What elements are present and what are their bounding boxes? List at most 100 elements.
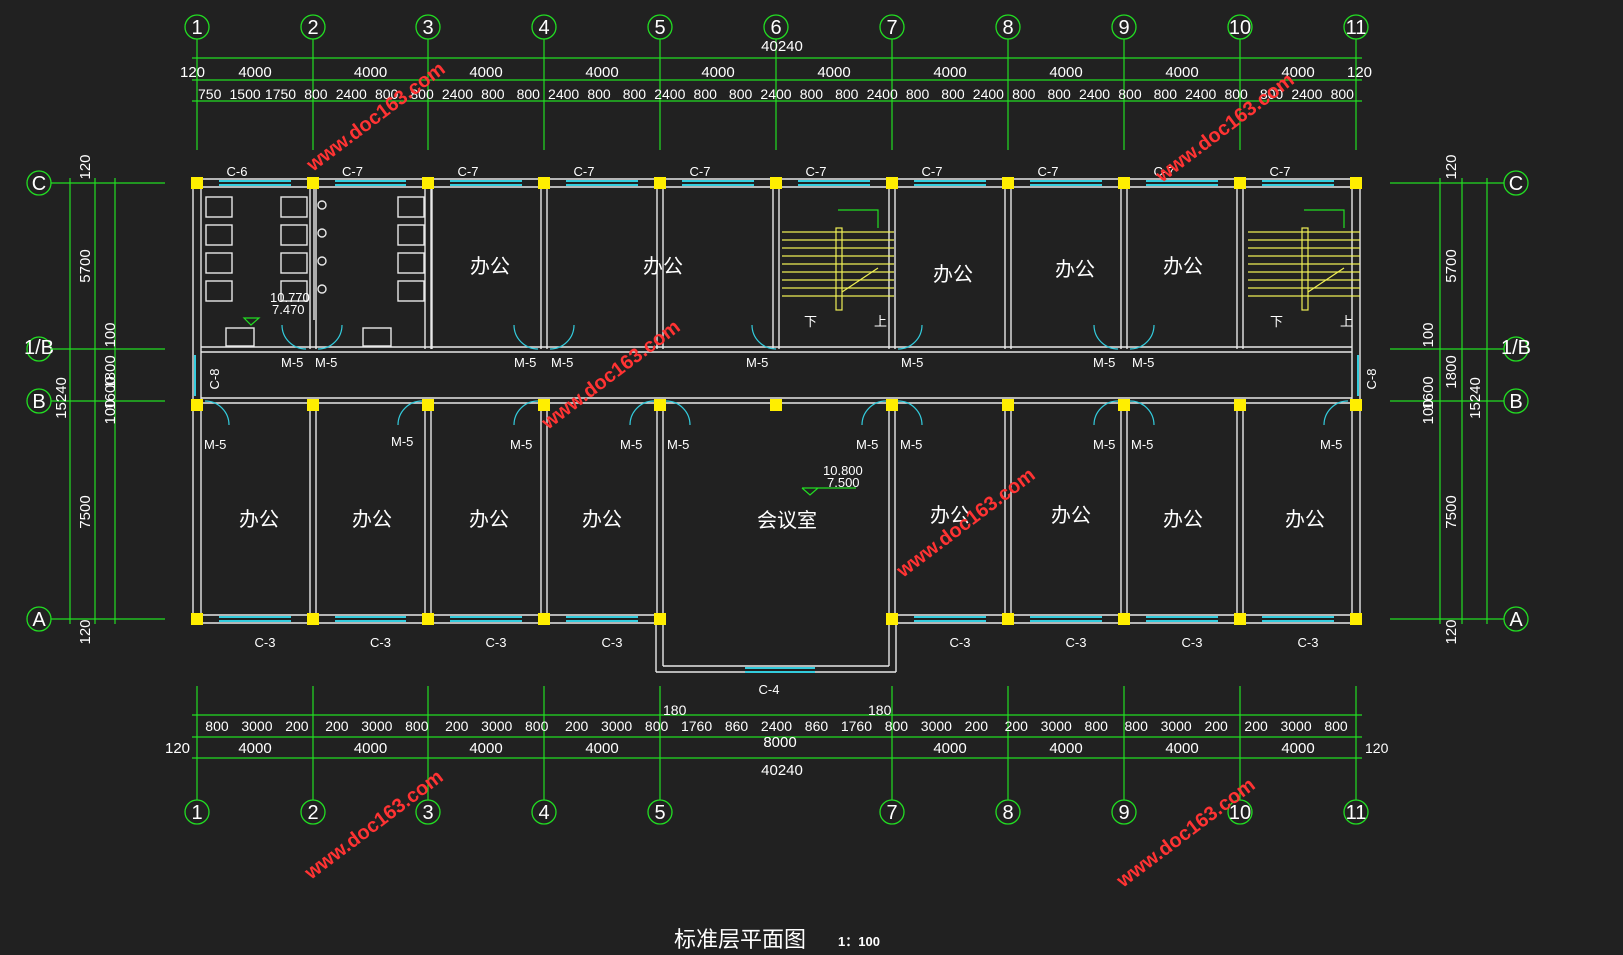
bottom-detail-dimension: 3000 bbox=[921, 718, 952, 734]
side-right-total: 15240 bbox=[1467, 377, 1484, 419]
column bbox=[1118, 177, 1130, 189]
toilet-stall bbox=[397, 196, 425, 218]
north-window-label: C-7 bbox=[690, 164, 711, 179]
column bbox=[191, 399, 203, 411]
bottom-detail-dimension: 800 bbox=[1085, 718, 1109, 734]
bottom-detail-dimension: 200 bbox=[565, 718, 589, 734]
axis-label-side-B: B bbox=[32, 391, 45, 413]
stair-handrail bbox=[1301, 227, 1309, 311]
bottom-detail-dimension: 3000 bbox=[1161, 718, 1192, 734]
door-swing bbox=[1129, 324, 1155, 350]
bottom-detail-dimension: 200 bbox=[965, 718, 989, 734]
axis-label-bottom-2: 2 bbox=[307, 802, 318, 824]
column bbox=[1002, 399, 1014, 411]
toilet-sink bbox=[362, 327, 392, 347]
axis-label-side-A: A bbox=[1509, 609, 1523, 631]
top-detail-dimension: 2400 bbox=[973, 86, 1004, 102]
top-detail-dimension: 800 bbox=[800, 86, 824, 102]
stair-down-label: 下 bbox=[804, 314, 817, 329]
axis-label-top-1: 1 bbox=[191, 17, 202, 39]
level-marker bbox=[242, 317, 261, 326]
top-detail-dimension: 800 bbox=[729, 86, 753, 102]
bottom-detail-dimension: 800 bbox=[645, 718, 669, 734]
top-detail-dimension: 800 bbox=[623, 86, 647, 102]
top-detail-dimension: 800 bbox=[481, 86, 505, 102]
door-label: M-5 bbox=[900, 437, 922, 452]
top-detail-dimension: 2400 bbox=[1291, 86, 1322, 102]
top-detail-dimension: 2400 bbox=[1079, 86, 1110, 102]
bottom-bay-dimension: 4000 bbox=[238, 740, 271, 757]
conference-room-label: 会议室 bbox=[757, 508, 817, 532]
bottom-detail-dimension: 3000 bbox=[361, 718, 392, 734]
bottom-bay-dimension: 4000 bbox=[933, 740, 966, 757]
axis-label-bottom-8: 8 bbox=[1002, 802, 1013, 824]
door-label: M-5 bbox=[510, 437, 532, 452]
bottom-detail-dimension: 3000 bbox=[241, 718, 272, 734]
side-right-dim: 7500 bbox=[1443, 495, 1460, 528]
column bbox=[1234, 613, 1246, 625]
toilet-stall bbox=[205, 280, 233, 302]
stair-arrow bbox=[838, 209, 879, 228]
top-detail-dimension: 2400 bbox=[1185, 86, 1216, 102]
axis-label-top-4: 4 bbox=[538, 17, 549, 39]
watermark-5: www.doc163.com bbox=[300, 766, 447, 885]
top-detail-dimension: 800 bbox=[1047, 86, 1071, 102]
top-total-dimension: 40240 bbox=[761, 38, 803, 55]
column bbox=[1118, 613, 1130, 625]
door-swing bbox=[1093, 324, 1119, 350]
column bbox=[1002, 177, 1014, 189]
room-label-office: 办公 bbox=[1051, 503, 1091, 527]
side-left-sub: 1600 bbox=[102, 376, 119, 409]
bottom-detail-dimension: 3000 bbox=[1041, 718, 1072, 734]
door-swing bbox=[751, 324, 777, 350]
stair-up-label: 上 bbox=[874, 314, 887, 329]
column bbox=[1350, 177, 1362, 189]
top-detail-dimension: 2400 bbox=[760, 86, 791, 102]
south-window-label: C-3 bbox=[486, 635, 507, 650]
column bbox=[422, 177, 434, 189]
door-swing bbox=[897, 400, 923, 426]
top-detail-dimension: 800 bbox=[941, 86, 965, 102]
room-label-office: 办公 bbox=[933, 262, 973, 286]
side-right-dim: 1800 bbox=[1443, 355, 1460, 388]
watermark-6: www.doc163.com bbox=[1112, 774, 1259, 893]
south-window-label: C-3 bbox=[1298, 635, 1319, 650]
window-c8-left-label: C-8 bbox=[207, 369, 222, 390]
side-right-dim: 120 bbox=[1443, 154, 1460, 179]
column bbox=[307, 613, 319, 625]
bottom-180-right: 180 bbox=[868, 702, 892, 718]
conference-bay-dimension: 8000 bbox=[763, 734, 796, 751]
column bbox=[886, 613, 898, 625]
toilet-stall bbox=[280, 196, 308, 218]
column bbox=[654, 613, 666, 625]
door-swing bbox=[629, 400, 655, 426]
top-detail-dimension: 800 bbox=[1154, 86, 1178, 102]
top-detail-dimension: 800 bbox=[410, 86, 434, 102]
top-detail-dimension: 2400 bbox=[548, 86, 579, 102]
north-window-label: C-7 bbox=[1154, 164, 1175, 179]
room-label-office: 办公 bbox=[1055, 257, 1095, 281]
column bbox=[1350, 399, 1362, 411]
urinal bbox=[317, 200, 327, 210]
axis-label-bottom-11: 11 bbox=[1346, 802, 1367, 824]
room-label-office: 办公 bbox=[470, 254, 510, 278]
column bbox=[422, 613, 434, 625]
column bbox=[654, 177, 666, 189]
top-detail-dimension: 800 bbox=[1224, 86, 1248, 102]
column bbox=[1234, 177, 1246, 189]
side-left-dim: 7500 bbox=[77, 495, 94, 528]
column bbox=[1350, 613, 1362, 625]
top-detail-dimension: 800 bbox=[1118, 86, 1142, 102]
north-window-label: C-7 bbox=[1038, 164, 1059, 179]
column bbox=[538, 177, 550, 189]
top-detail-dimension: 800 bbox=[1331, 86, 1355, 102]
bottom-total-dimension: 40240 bbox=[761, 762, 803, 779]
column bbox=[191, 613, 203, 625]
axis-label-bottom-4: 4 bbox=[538, 802, 549, 824]
door-label: M-5 bbox=[1093, 437, 1115, 452]
side-right-dim: 5700 bbox=[1443, 249, 1460, 282]
top-bay-dimension: 4000 bbox=[585, 64, 618, 81]
side-left-dim: 1800 bbox=[102, 355, 119, 388]
